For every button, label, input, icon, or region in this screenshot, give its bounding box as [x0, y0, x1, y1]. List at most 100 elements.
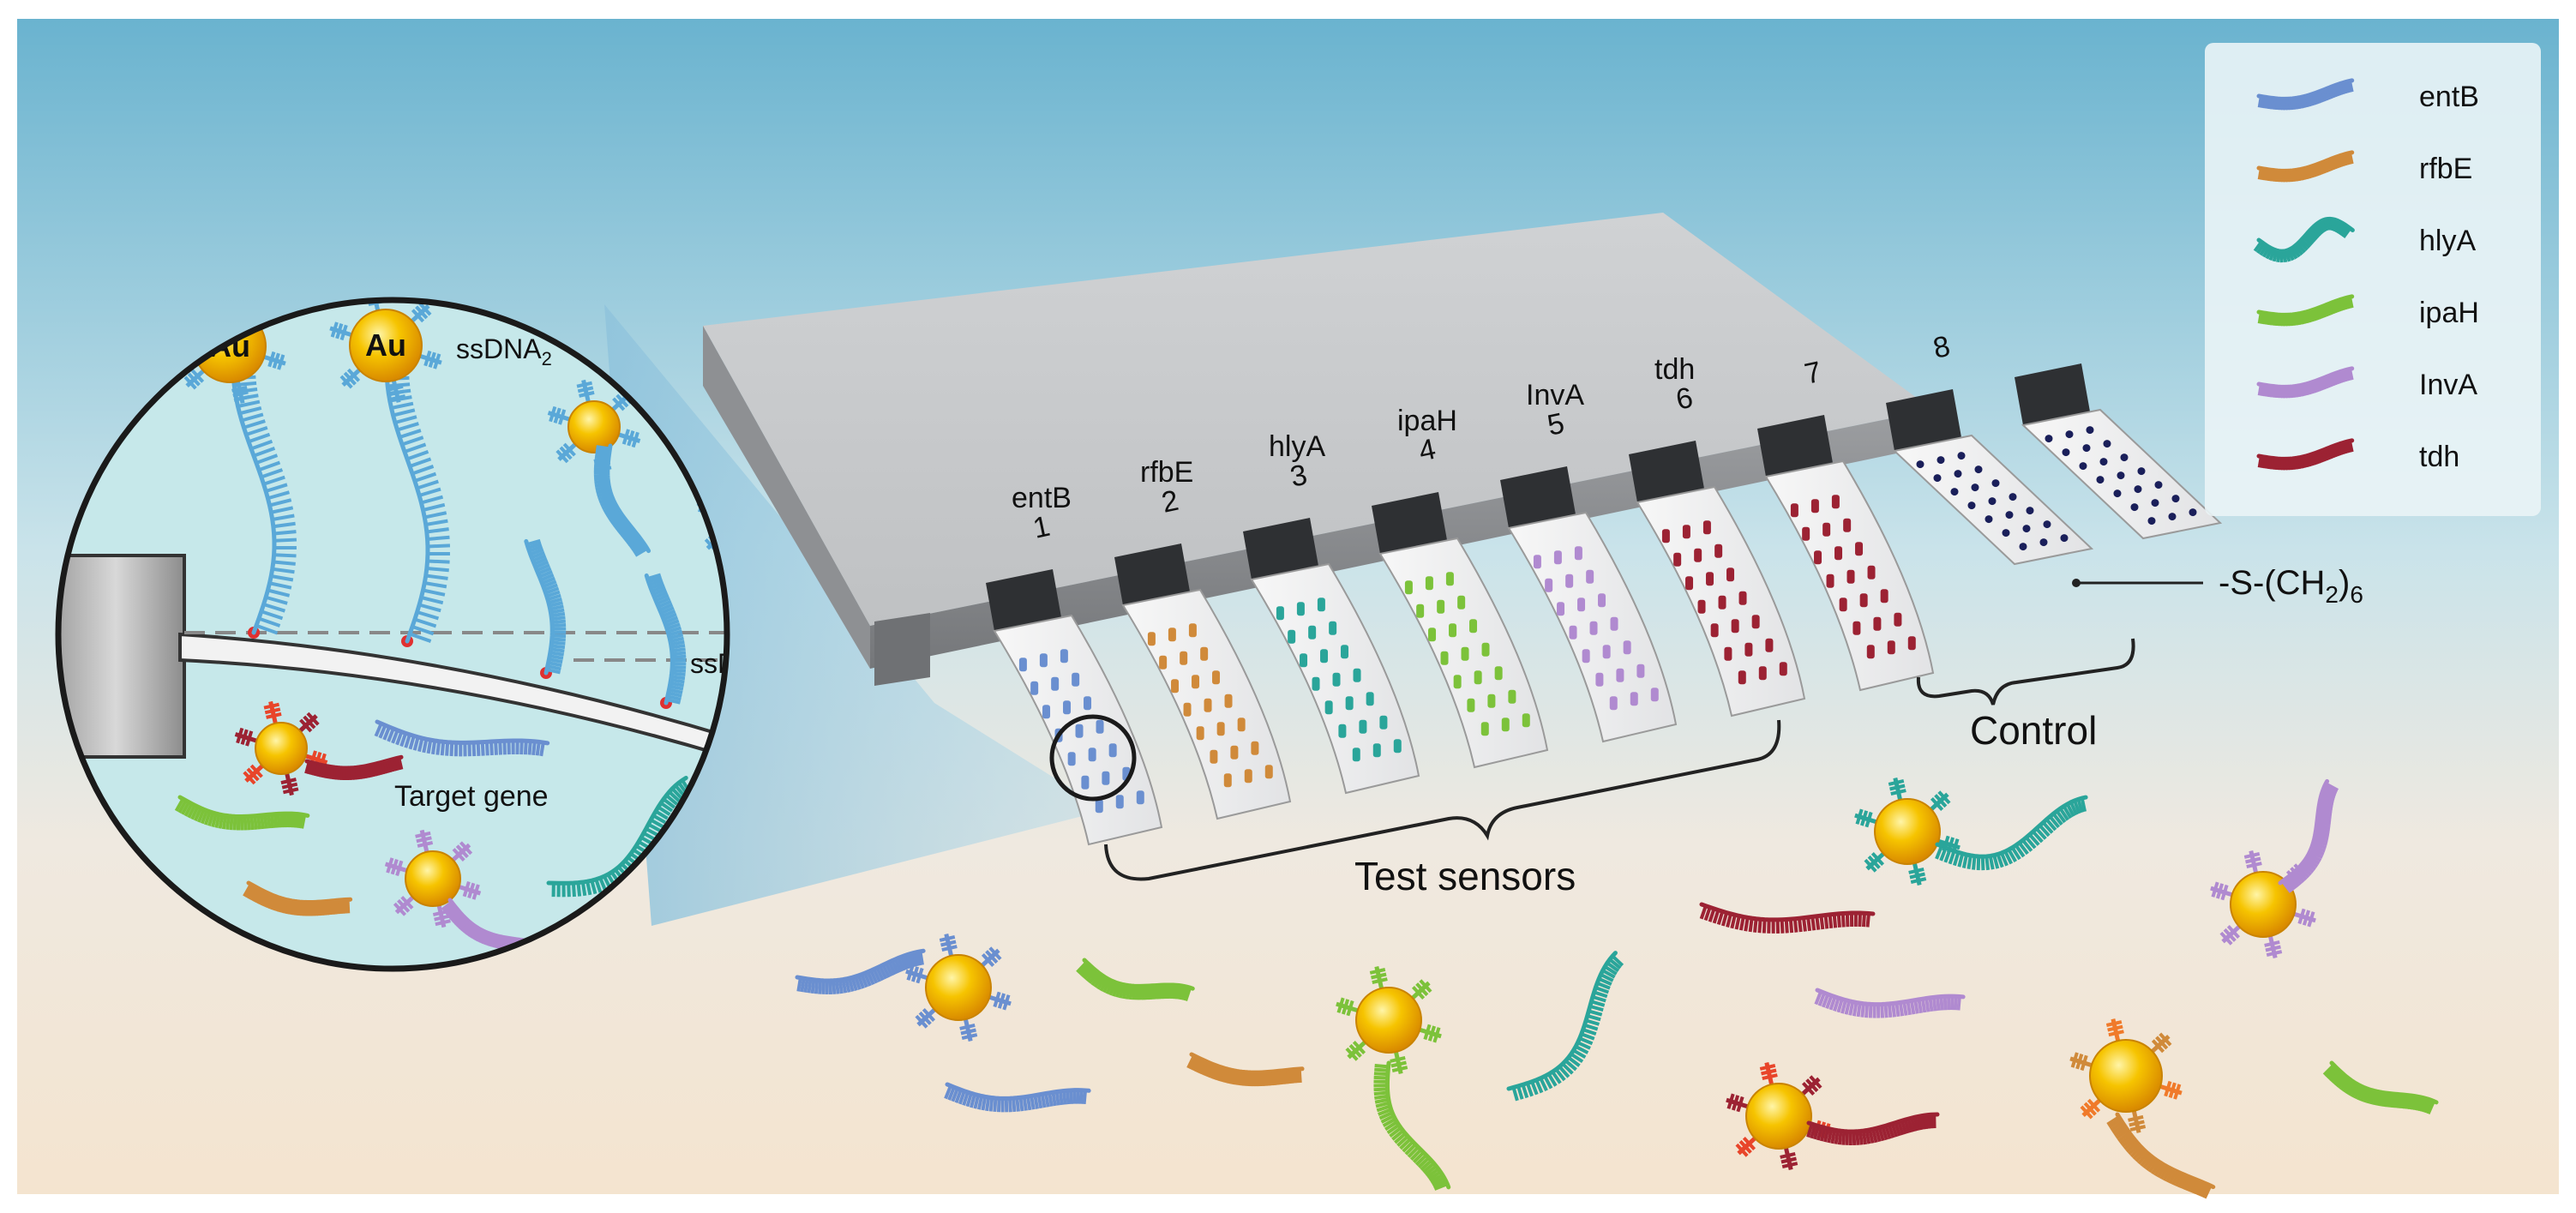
strand-base — [1906, 1118, 1914, 1133]
strand-base — [463, 922, 474, 935]
strand-base — [2334, 1073, 2346, 1087]
np-linker-base — [386, 857, 394, 874]
strand-base — [2140, 1154, 2152, 1168]
strand-base — [1910, 1117, 1917, 1132]
free-gene-rfbE — [2106, 1112, 2216, 1199]
strand-base — [1834, 1130, 1840, 1144]
strand-base — [2045, 818, 2057, 832]
np-linker-base — [2307, 911, 2315, 928]
strand-base — [854, 976, 862, 990]
strand-base — [2348, 369, 2354, 381]
strand-base — [258, 616, 281, 628]
np-linker-base — [1738, 1139, 1752, 1154]
strand-base — [650, 818, 664, 829]
np-linker-base — [631, 431, 639, 448]
strand-base — [1871, 1128, 1878, 1144]
np-linker-base — [1345, 1047, 1359, 1061]
strand-base — [1931, 997, 1937, 1012]
np-linker-base — [559, 446, 573, 460]
strand-base — [378, 724, 387, 739]
np-linker-base — [1742, 1137, 1756, 1150]
sensor-slot — [2015, 363, 2090, 425]
np-linker — [370, 300, 381, 311]
strand-base — [2332, 301, 2339, 314]
strand-base — [608, 511, 621, 522]
strand-base — [2304, 455, 2311, 467]
strand-base — [416, 610, 440, 621]
strand-base — [2267, 313, 2273, 326]
strand-base — [357, 766, 363, 780]
strand-base — [1373, 1084, 1388, 1088]
np-linker-base — [960, 1028, 976, 1036]
strand-base — [423, 511, 447, 519]
strand-base — [420, 596, 444, 605]
sensor-slot — [1243, 518, 1318, 579]
strand-base — [548, 661, 562, 668]
strand-base — [1767, 919, 1771, 934]
strand-base — [329, 766, 335, 780]
strand-base — [571, 882, 576, 898]
strand-base — [2311, 165, 2319, 177]
strand-base — [666, 698, 681, 705]
np-linker-base — [395, 860, 404, 877]
probe-dot — [1685, 576, 1694, 591]
strand-base — [2297, 457, 2303, 469]
strand-base — [669, 688, 683, 694]
strand-base — [1069, 1090, 1074, 1104]
strand-base — [239, 406, 262, 416]
strand-base — [2257, 96, 2263, 108]
strand-base — [866, 970, 875, 986]
gold-nanoparticle-icon — [255, 722, 308, 775]
strand-base — [2265, 169, 2271, 181]
strand-base — [549, 601, 563, 608]
strand-base — [519, 740, 524, 755]
probe-dot — [1095, 799, 1103, 814]
strand-base — [271, 896, 279, 911]
strand-base — [2391, 1093, 2396, 1108]
strand-backbone — [231, 347, 277, 635]
strand-base — [1079, 1090, 1084, 1104]
strand-base — [1156, 985, 1161, 1000]
legend-strand-InvA — [2256, 366, 2355, 399]
strand-base — [423, 581, 447, 589]
strand-base — [832, 980, 837, 994]
strand-base — [297, 814, 303, 829]
strand-base — [2302, 312, 2309, 324]
strand-base — [1708, 908, 1716, 922]
strand-base — [1180, 986, 1186, 1000]
strand-base — [2329, 446, 2338, 459]
inset-content: AuAussDNA2ssDNA1Target gene — [58, 300, 727, 956]
strand-base — [1897, 1120, 1905, 1136]
strand-base — [667, 626, 682, 634]
np-linker-base — [2070, 1052, 2079, 1068]
probe-dot — [1650, 688, 1659, 702]
np-linker-base — [306, 712, 320, 726]
strand-base — [2273, 458, 2278, 470]
strand-base — [453, 742, 459, 757]
strand-base — [1606, 961, 1620, 973]
strand-base — [2411, 1096, 2417, 1110]
strand-base — [2329, 158, 2338, 171]
strand-base — [2315, 827, 2330, 833]
strand-base — [265, 595, 288, 605]
strand-base — [2302, 168, 2309, 180]
strand-base — [803, 978, 809, 993]
strand-base — [1203, 1062, 1212, 1077]
strand-base — [260, 892, 269, 907]
strand-base — [245, 425, 268, 436]
strand-base — [391, 401, 414, 410]
np-linker-base — [455, 844, 469, 859]
strand-base — [1211, 1065, 1220, 1080]
strand-base — [549, 654, 564, 660]
strand-base — [291, 814, 297, 828]
strand-base — [2369, 1090, 2376, 1105]
strand-base — [872, 968, 882, 982]
strand-base — [2334, 156, 2342, 169]
strand-base — [417, 737, 424, 753]
np-linker-base — [1805, 1078, 1819, 1093]
strand-base — [426, 567, 449, 573]
strand-base — [1891, 1003, 1896, 1018]
strand-base — [669, 633, 684, 640]
strand-base — [629, 539, 644, 551]
probe-dot — [1030, 681, 1039, 695]
